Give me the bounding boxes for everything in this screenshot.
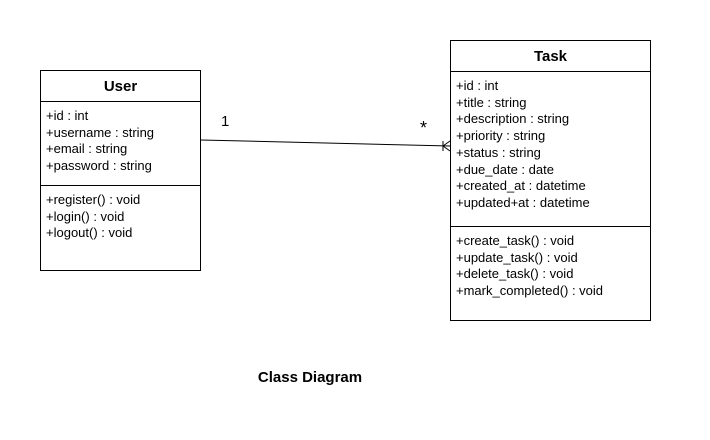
- user-attribute: +email : string: [46, 141, 128, 157]
- task-multiplicity: *: [420, 118, 428, 138]
- user-method: +logout() : void: [46, 225, 133, 241]
- task-attribute: +updated+at : datetime: [456, 194, 590, 210]
- task-attribute: +due_date : date: [456, 161, 554, 177]
- task-attribute: +created_at : datetime: [456, 178, 586, 194]
- task-class-name: Task: [451, 41, 650, 72]
- user-attributes: +id : int+username : string+email : stri…: [41, 102, 200, 186]
- user-attribute: +password : string: [46, 158, 152, 174]
- task-attribute: +priority : string: [456, 128, 546, 144]
- task-method: +delete_task() : void: [456, 266, 574, 282]
- task-method: +update_task() : void: [456, 249, 578, 265]
- task-attribute: +title : string: [456, 94, 527, 110]
- task-method: +create_task() : void: [456, 233, 575, 248]
- task-method: +mark_completed() : void: [456, 283, 604, 299]
- user-attribute: +username : string: [46, 124, 155, 140]
- task-attribute: +status : string: [456, 144, 541, 160]
- crows-foot-icon: [442, 140, 451, 152]
- task-attributes: +id : int+title : string+description : s…: [451, 72, 650, 227]
- task-methods: +create_task() : void+update_task() : vo…: [451, 227, 650, 300]
- association-line[interactable]: [200, 139, 451, 147]
- task-attribute: +id : int: [456, 78, 499, 93]
- task-class-box[interactable]: Task +id : int+title : string+descriptio…: [450, 40, 651, 321]
- user-class-name: User: [41, 71, 200, 102]
- user-class-box[interactable]: User +id : int+username : string+email :…: [40, 70, 201, 271]
- user-method: +register() : void: [46, 192, 141, 207]
- user-method: +login() : void: [46, 208, 125, 224]
- diagram-caption: Class Diagram: [257, 369, 363, 386]
- user-multiplicity: 1: [221, 113, 230, 130]
- user-methods: +register() : void+login() : void+logout…: [41, 186, 200, 242]
- user-attribute: +id : int: [46, 108, 89, 123]
- task-attribute: +description : string: [456, 111, 570, 127]
